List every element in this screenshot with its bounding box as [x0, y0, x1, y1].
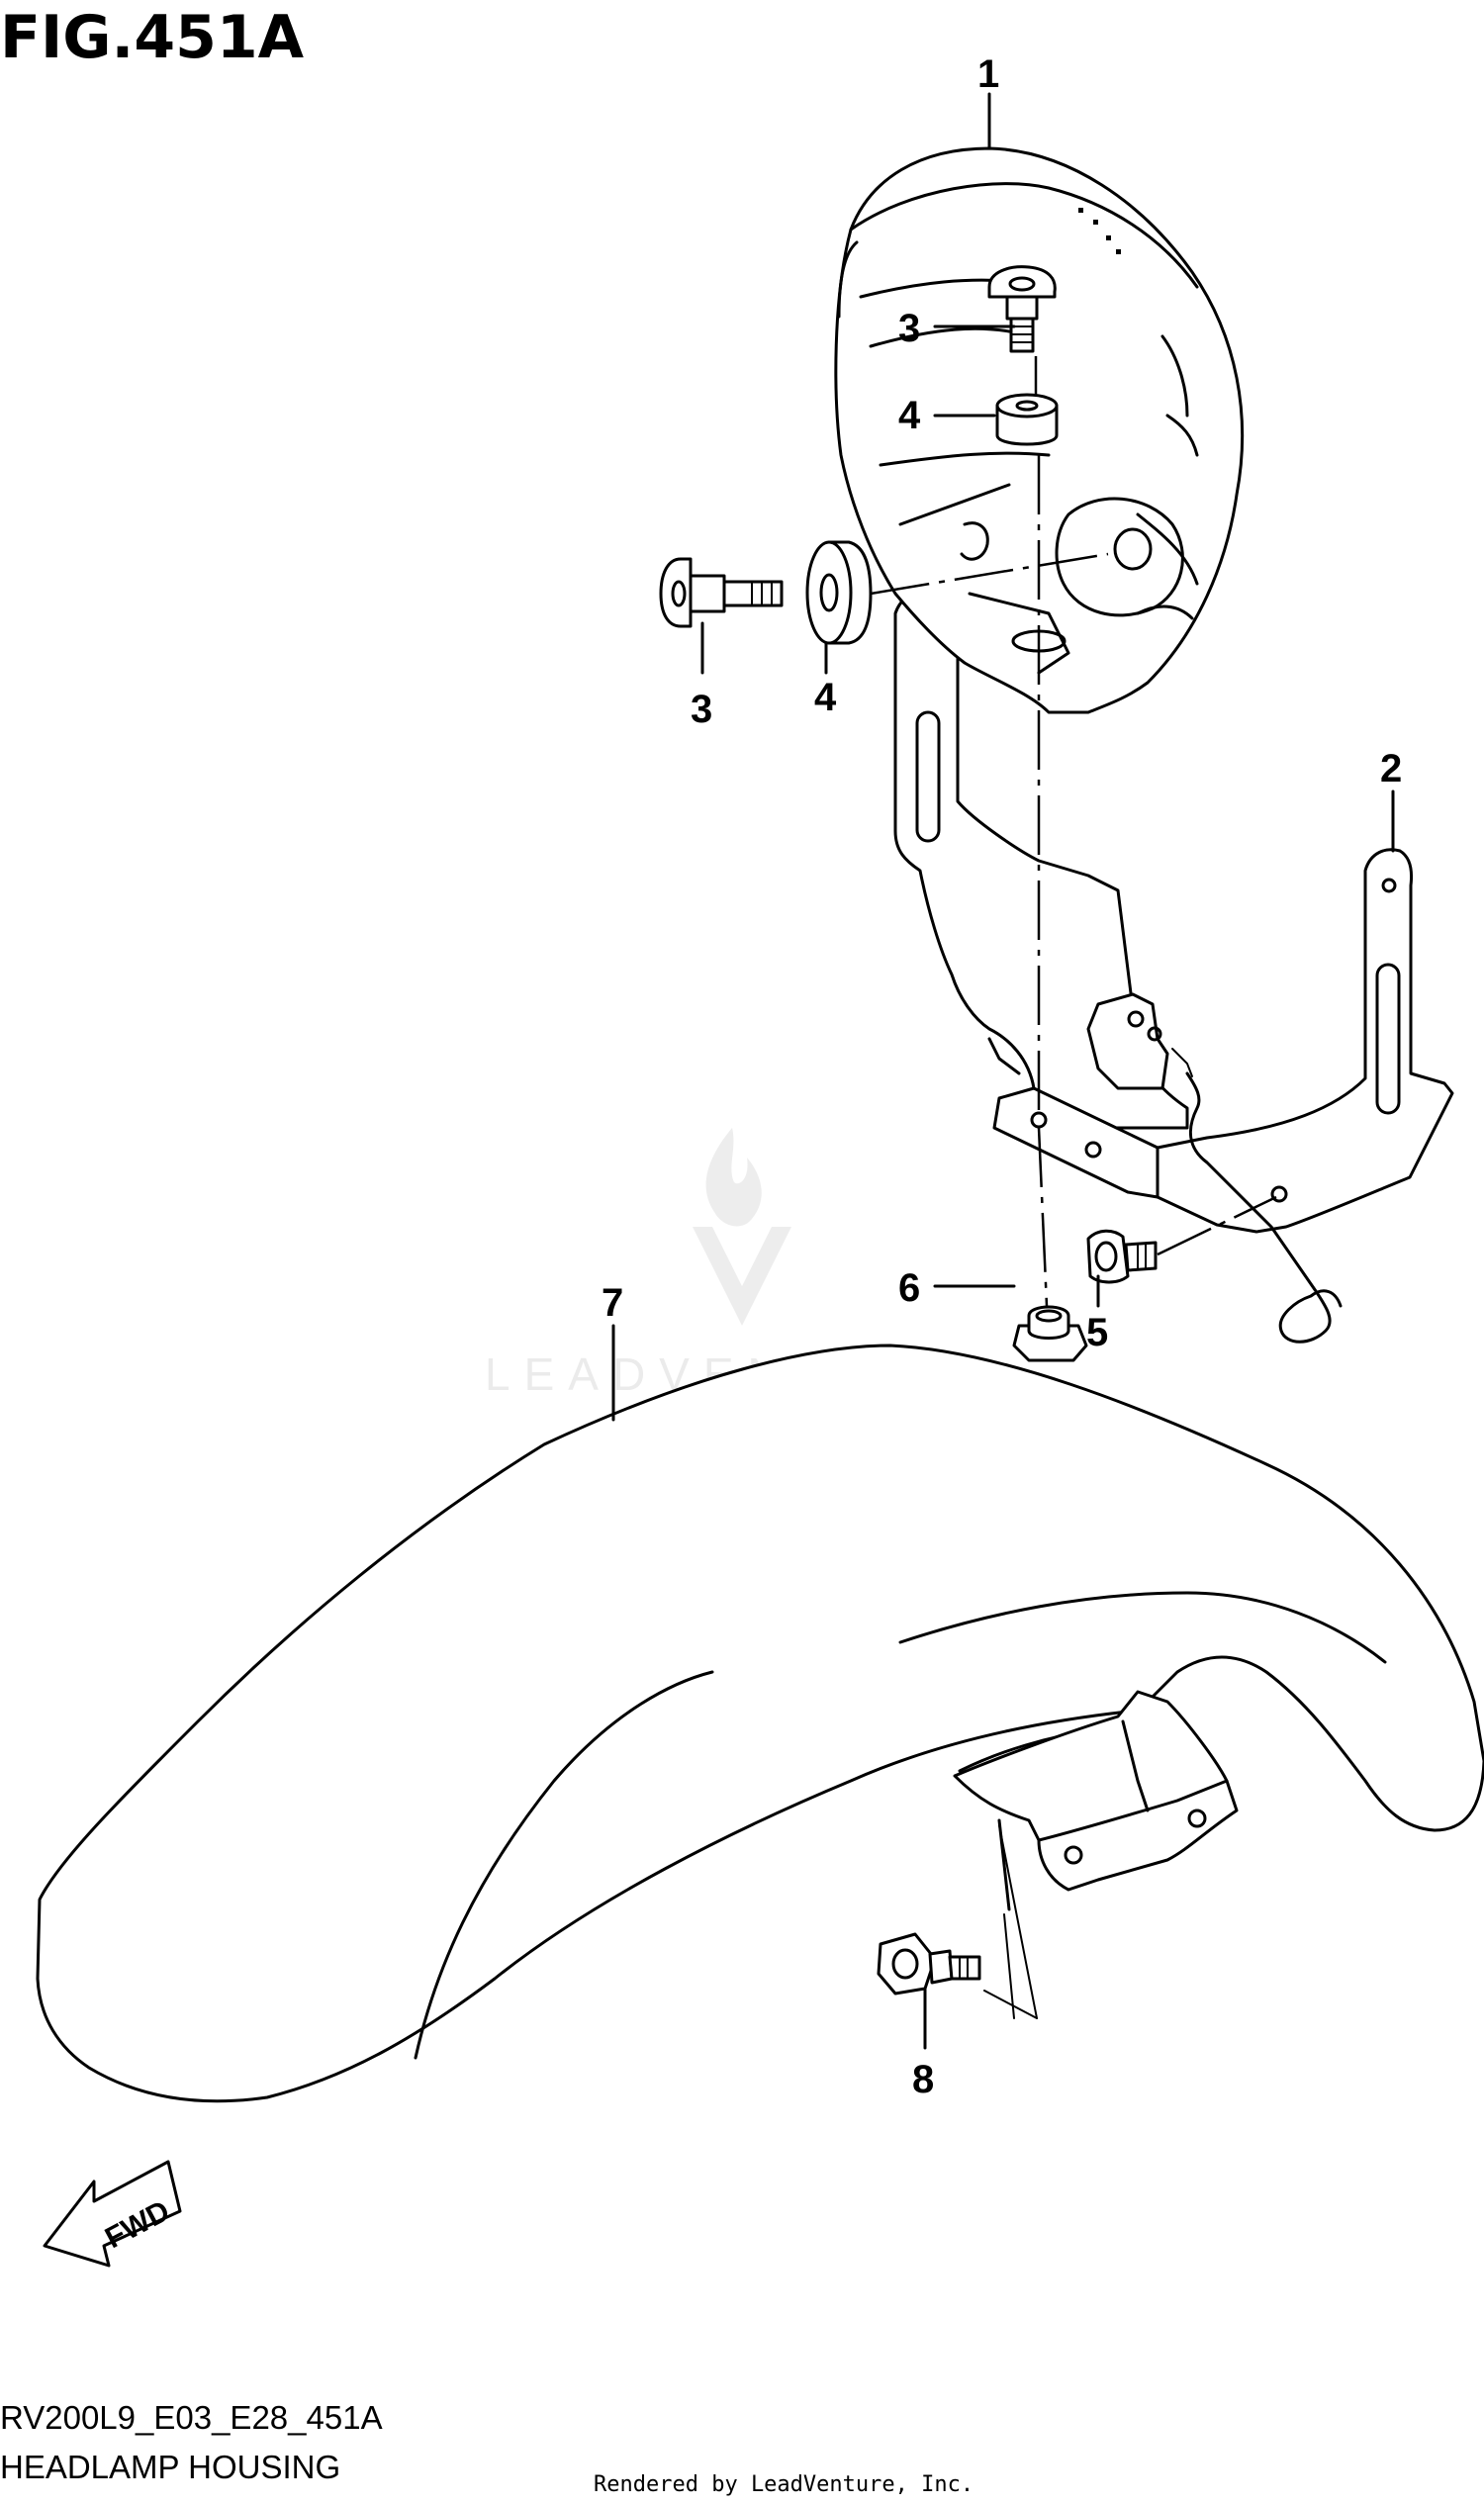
- callout-nut: 6: [898, 1266, 920, 1310]
- callout-fender-bolt: 8: [912, 2058, 934, 2101]
- callout-bracket: 2: [1380, 747, 1402, 790]
- callout-bolt: 5: [1086, 1311, 1108, 1354]
- flange-nut: [1012, 1305, 1088, 1362]
- forward-direction-arrow: FWD: [43, 2160, 182, 2268]
- callout-grommet-top: 4: [898, 394, 921, 437]
- front-fender: [36, 1344, 1484, 2103]
- grommet-side: [805, 540, 873, 645]
- callout-headlamp-housing: 1: [977, 52, 999, 96]
- callout-grommet-side: 4: [814, 676, 837, 719]
- bracket-bolt: [1086, 1229, 1158, 1284]
- figure-title: FIG.451A: [0, 3, 305, 72]
- leader-lines: [611, 92, 1395, 2050]
- assembly-lines: [870, 356, 1277, 2019]
- diagram-code: RV200L9_E03_E28_451A: [0, 2399, 383, 2436]
- fender-bolt: [877, 1932, 981, 1996]
- callout-screw-side: 3: [691, 688, 712, 731]
- screw-top: [987, 265, 1057, 353]
- screw-side: [659, 557, 784, 628]
- diagram-name: HEADLAMP HOUSING: [0, 2449, 340, 2485]
- grommet-top: [995, 393, 1059, 446]
- callout-front-fender: 7: [602, 1281, 623, 1325]
- rendered-by-credit: Rendered by LeadVenture, Inc.: [594, 2472, 974, 2497]
- callout-screw-top: 3: [898, 307, 920, 350]
- headlamp-bracket: [893, 584, 1454, 1344]
